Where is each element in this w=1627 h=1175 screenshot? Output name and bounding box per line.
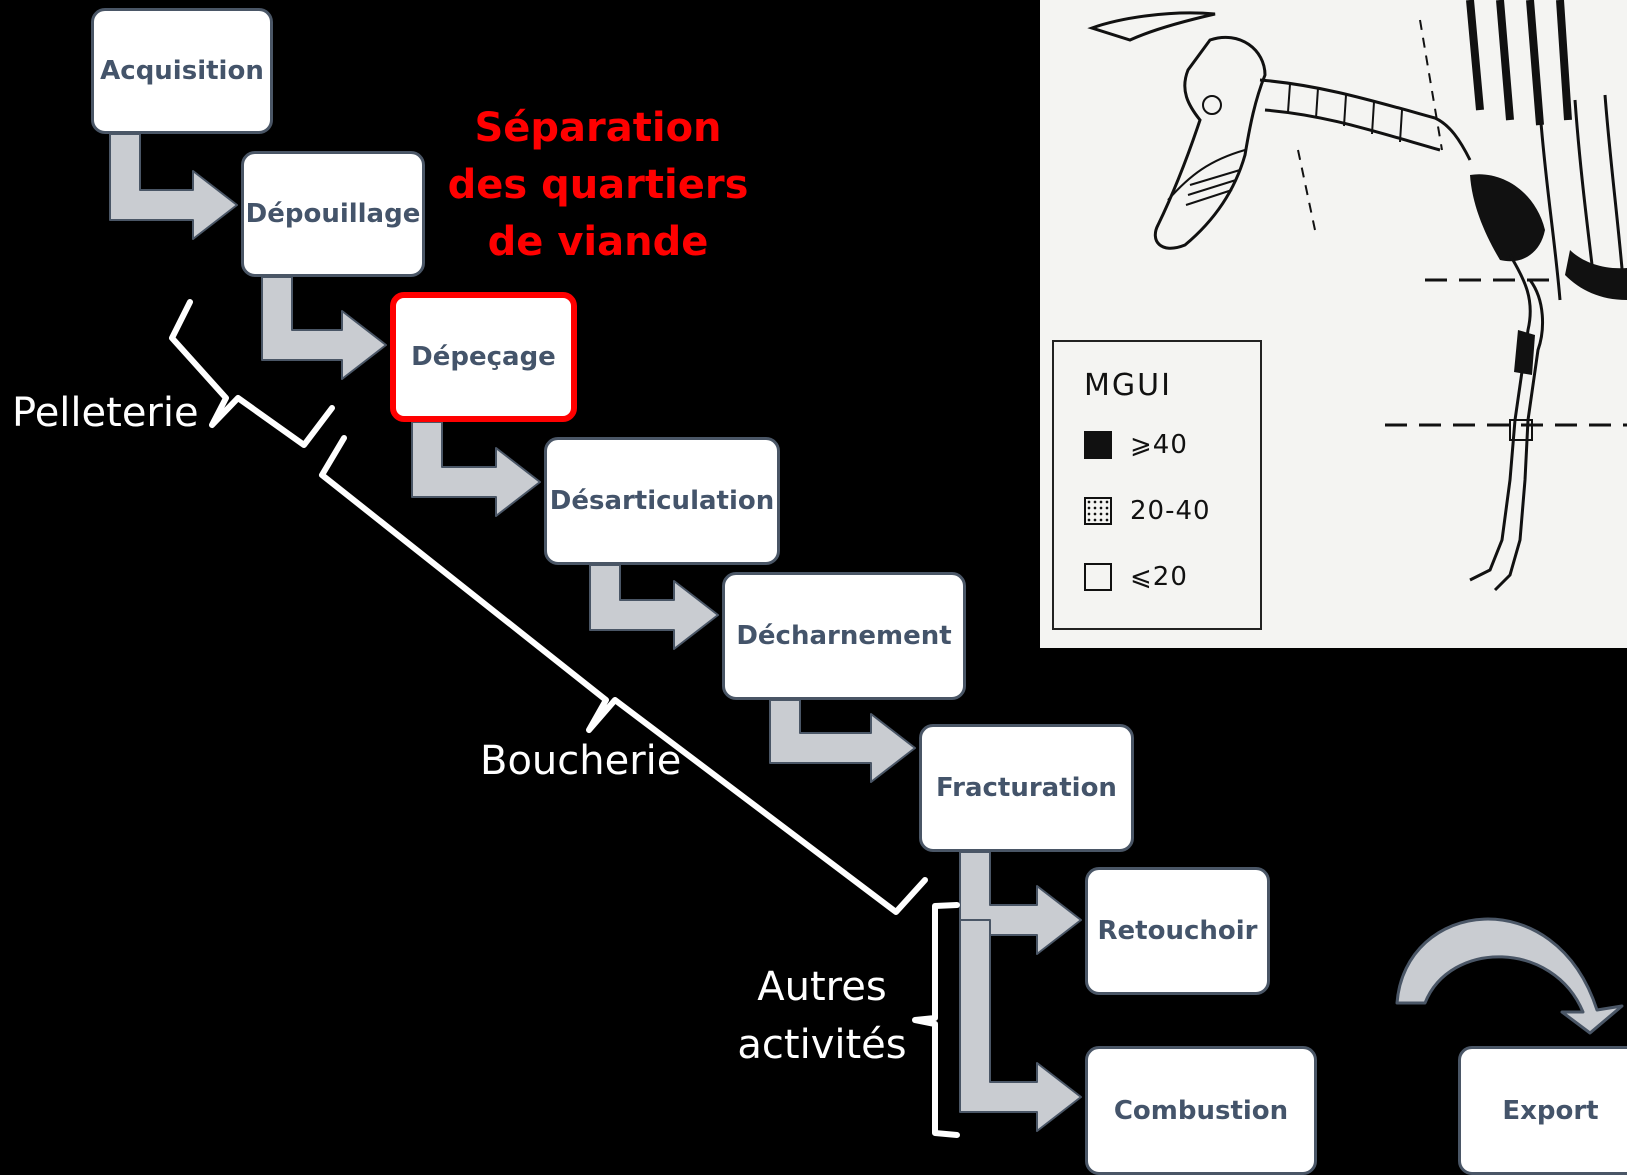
callout-text: Séparation des quartiers de viande <box>438 100 758 271</box>
legend-label: 20-40 <box>1130 496 1211 526</box>
step-depouillage: Dépouillage <box>241 151 425 277</box>
flow-arrow-icon <box>411 421 541 517</box>
step-acquisition: Acquisition <box>91 8 273 134</box>
legend-row: ⩾40 <box>1084 428 1188 462</box>
step-label: Désarticulation <box>549 486 775 516</box>
label-boucherie: Boucherie <box>480 738 682 784</box>
pelleterie-brace <box>169 299 335 448</box>
step-retouchoir: Retouchoir <box>1085 867 1270 995</box>
step-depecage: Dépeçage <box>390 292 577 422</box>
step-label: Fracturation <box>936 773 1117 803</box>
legend-row: 20-40 <box>1084 494 1211 528</box>
step-label: Décharnement <box>736 621 952 651</box>
legend-label: ⩾40 <box>1130 430 1188 460</box>
step-decharnement: Décharnement <box>722 572 966 700</box>
label-autres-activites: Autres activités <box>722 958 922 1074</box>
legend-row: ⩽20 <box>1084 560 1188 594</box>
flow-arrow-icon <box>109 133 238 240</box>
step-label: Dépeçage <box>411 342 556 372</box>
mgui-legend: MGUI ⩾40 20-40 ⩽20 <box>1052 340 1262 630</box>
legend-label: ⩽20 <box>1130 562 1188 592</box>
step-combustion: Combustion <box>1085 1046 1317 1175</box>
mgui-skeleton-figure: MGUI ⩾40 20-40 ⩽20 <box>1040 0 1627 648</box>
skeleton-drawing-icon <box>1087 0 1627 592</box>
step-label: Retouchoir <box>1097 916 1258 946</box>
label-line: activités <box>737 1022 907 1068</box>
label-line: Autres <box>757 964 887 1010</box>
callout-line: des quartiers <box>447 162 749 208</box>
callout-line: Séparation <box>474 105 722 151</box>
step-label: Export <box>1502 1095 1599 1126</box>
flow-arrow-icon <box>589 564 719 650</box>
label-pelleterie: Pelleterie <box>12 390 199 436</box>
flow-arrow-icon <box>261 276 387 380</box>
legend-swatch-dotted <box>1084 497 1112 525</box>
step-export: Export <box>1458 1046 1627 1175</box>
legend-swatch-black <box>1084 431 1112 459</box>
callout-line: de viande <box>487 219 709 265</box>
step-label: Dépouillage <box>245 199 421 229</box>
flow-arrow-icon <box>769 699 916 783</box>
legend-swatch-empty <box>1084 563 1112 591</box>
step-label: Combustion <box>1113 1095 1289 1126</box>
legend-title: MGUI <box>1084 368 1172 403</box>
flow-arrow-icon <box>959 919 1082 1132</box>
step-label: Acquisition <box>100 56 264 86</box>
step-fracturation: Fracturation <box>919 724 1134 852</box>
step-desarticulation: Désarticulation <box>544 437 780 565</box>
autres-brace <box>912 902 960 1138</box>
boucherie-brace <box>319 435 928 915</box>
